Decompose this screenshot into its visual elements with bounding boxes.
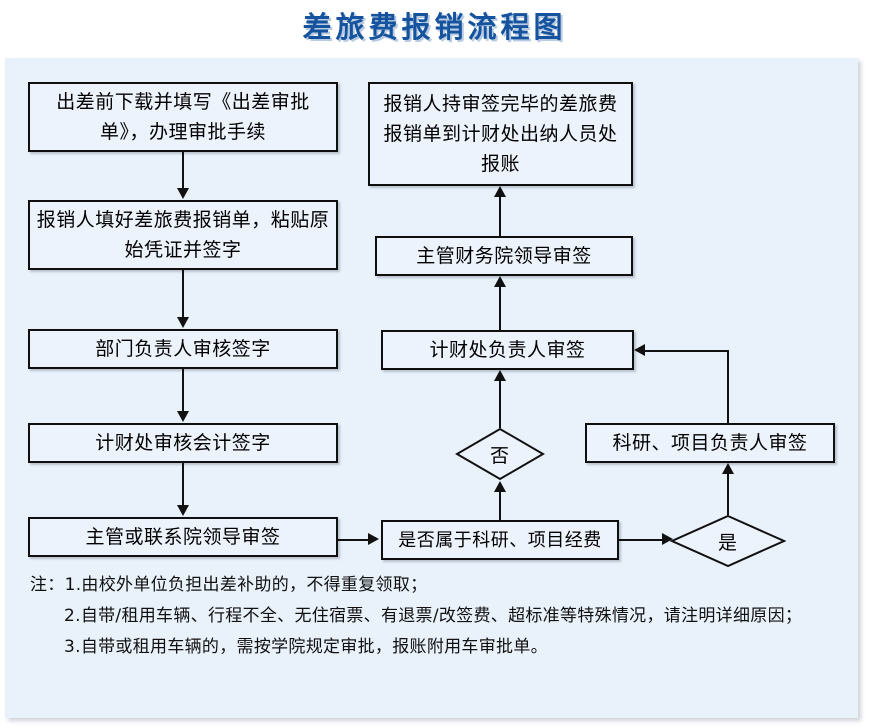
connector-line xyxy=(182,369,184,412)
flow-node-finance-head-sign[interactable]: 计财处负责人审签 xyxy=(381,330,634,370)
notes-block: 注：1.由校外单位负担出差补助的，不得重复领取； 2.自带/租用车辆、行程不全、… xyxy=(30,570,835,663)
flow-node-is-research-funding[interactable]: 是否属于科研、项目经费 xyxy=(381,520,619,560)
connector-line xyxy=(338,539,370,541)
note-line-1: 注：1.由校外单位负担出差补助的，不得重复领取； xyxy=(30,575,428,595)
connector-arrowhead xyxy=(177,317,189,328)
flow-node-finance-accountant-sign[interactable]: 计财处审核会计签字 xyxy=(28,423,338,463)
flow-node-supervising-dean-sign[interactable]: 主管或联系院领导审签 xyxy=(28,517,338,557)
flow-node-cashier-settlement[interactable]: 报销人持审签完毕的差旅费报销单到计财处出纳人员处报账 xyxy=(368,82,633,186)
connector-arrowhead xyxy=(494,370,506,381)
connector-line xyxy=(727,474,729,515)
note-line-2: 2.自带/租用车辆、行程不全、无住宿票、有退票/改签费、超标准等特殊情况，请注明… xyxy=(64,606,803,626)
connector-arrowhead xyxy=(662,533,673,545)
connector-line xyxy=(182,463,184,506)
connector-line xyxy=(645,350,729,352)
connector-arrowhead xyxy=(368,533,379,545)
flow-node-finance-dean-sign[interactable]: 主管财务院领导审签 xyxy=(375,236,633,276)
connector-line xyxy=(727,350,729,424)
connector-arrowhead xyxy=(722,463,734,474)
connector-line xyxy=(499,287,501,331)
flowchart-panel: 出差前下载并填写《出差审批单》，办理审批手续 报销人填好差旅费报销单，粘贴原始凭… xyxy=(5,58,858,718)
diamond-shape-no xyxy=(455,427,545,481)
page-title: 差旅费报销流程图 xyxy=(302,10,567,44)
connector-arrowhead xyxy=(177,411,189,422)
connector-line xyxy=(499,381,501,428)
connector-line xyxy=(182,152,184,189)
connector-arrowhead xyxy=(634,344,645,356)
connector-arrowhead xyxy=(494,276,506,287)
flow-node-project-leader-sign[interactable]: 科研、项目负责人审签 xyxy=(585,423,835,463)
connector-line xyxy=(182,270,184,318)
connector-arrowhead xyxy=(494,481,506,492)
connector-line xyxy=(499,197,501,237)
connector-arrowhead xyxy=(177,188,189,199)
flow-node-fill-reimbursement-form[interactable]: 报销人填好差旅费报销单，粘贴原始凭证并签字 xyxy=(28,200,338,270)
decision-yes: 是 xyxy=(670,514,786,568)
decision-no-label: 否 xyxy=(489,444,510,467)
flow-node-department-head-sign[interactable]: 部门负责人审核签字 xyxy=(28,329,338,369)
connector-arrowhead xyxy=(177,505,189,516)
decision-no: 否 xyxy=(455,427,545,481)
decision-yes-label: 是 xyxy=(717,531,738,554)
note-line-3: 3.自带或租用车辆的，需按学院规定审批，报账附用车审批单。 xyxy=(64,637,548,657)
connector-line xyxy=(499,492,501,520)
flow-node-travel-request[interactable]: 出差前下载并填写《出差审批单》，办理审批手续 xyxy=(28,82,338,152)
connector-arrowhead xyxy=(494,186,506,197)
diamond-shape-yes xyxy=(670,514,786,568)
connector-line xyxy=(619,539,664,541)
